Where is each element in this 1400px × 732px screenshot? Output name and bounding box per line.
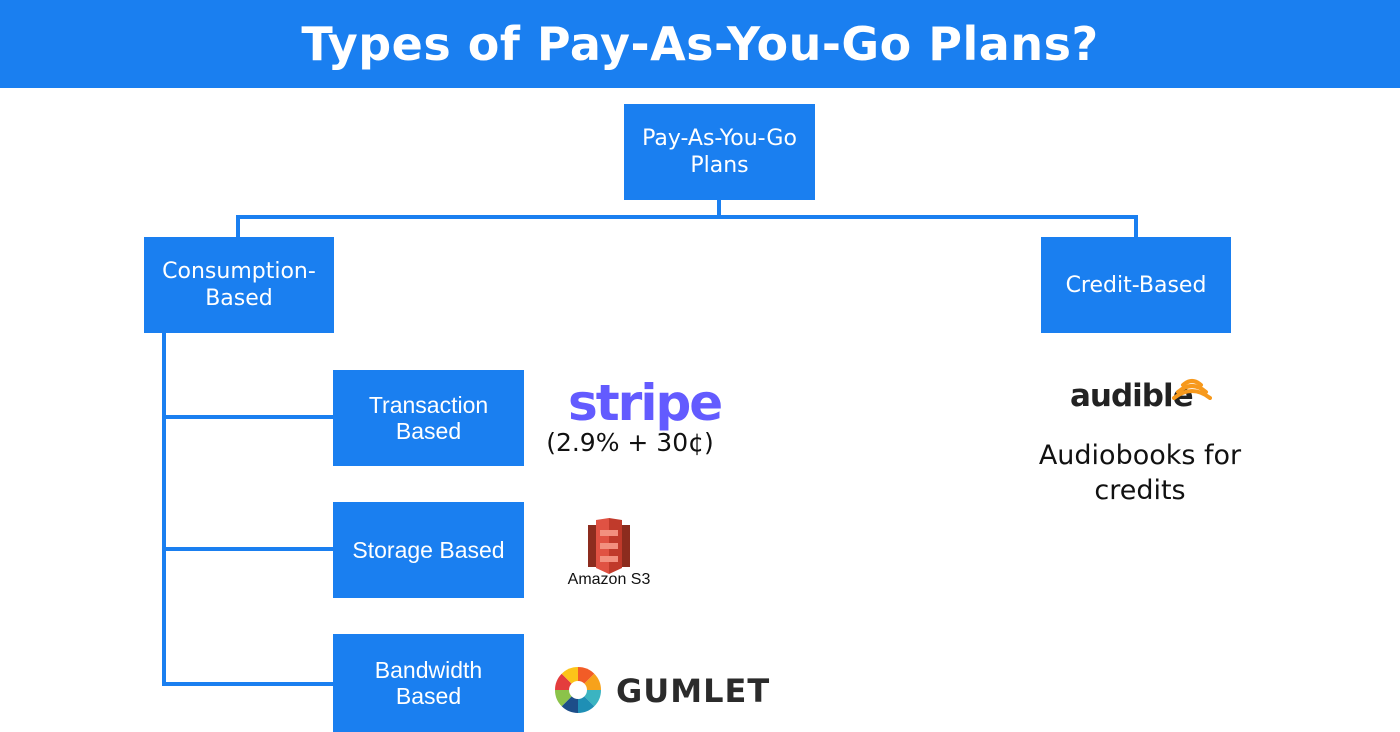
- node-storage-based: Storage Based: [333, 502, 524, 598]
- connector-consumption-trunk: [162, 332, 166, 686]
- stripe-pricing-caption: (2.9% + 30¢): [546, 428, 714, 457]
- connector-branch-bandwidth: [162, 682, 334, 686]
- audible-signal-icon: [1172, 370, 1212, 400]
- connector-branch-transaction: [162, 415, 334, 419]
- amazon-s3-icon: [584, 518, 634, 574]
- gumlet-logo-icon: [554, 666, 602, 714]
- node-consumption-label: Consumption-Based: [162, 259, 316, 311]
- node-credit-label: Credit-Based: [1065, 272, 1207, 298]
- connector-root-stem: [717, 199, 721, 217]
- page-title: Types of Pay-As-You-Go Plans?: [301, 17, 1099, 71]
- node-root: Pay-As-You-Go Plans: [624, 104, 815, 200]
- node-transaction-label: Transaction Based: [368, 392, 489, 444]
- node-root-label: Pay-As-You-Go Plans: [642, 126, 797, 178]
- audible-logo: audible: [1070, 378, 1194, 414]
- node-bandwidth-based: Bandwidth Based: [333, 634, 524, 732]
- connector-right-drop: [1134, 215, 1138, 239]
- connector-branch-storage: [162, 547, 334, 551]
- node-storage-label: Storage Based: [352, 537, 505, 563]
- node-credit-based: Credit-Based: [1041, 237, 1231, 333]
- connector-horizontal-top: [236, 215, 1138, 219]
- stripe-logo: stripe: [568, 374, 723, 432]
- amazon-s3-caption: Amazon S3: [567, 571, 651, 588]
- node-bandwidth-label: Bandwidth Based: [374, 657, 483, 709]
- connector-left-drop: [236, 215, 240, 239]
- node-transaction-based: Transaction Based: [333, 370, 524, 466]
- header-banner: Types of Pay-As-You-Go Plans?: [0, 0, 1400, 88]
- audible-caption: Audiobooks for credits: [1038, 440, 1242, 506]
- gumlet-logo: GUMLET: [616, 672, 771, 710]
- node-consumption-based: Consumption-Based: [144, 237, 334, 333]
